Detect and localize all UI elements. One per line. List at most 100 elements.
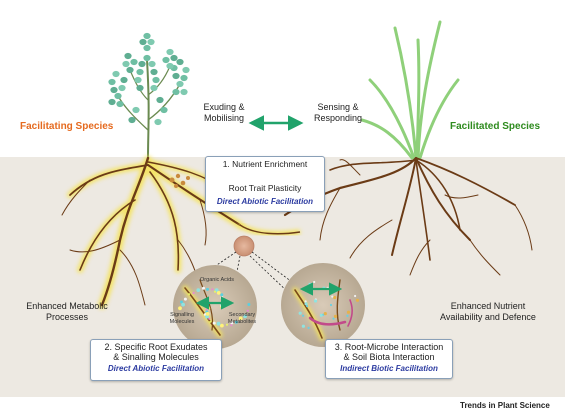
leaf	[134, 76, 142, 84]
contact-root	[239, 224, 301, 235]
leaf	[114, 92, 122, 100]
rhizosphere-contact-circle	[233, 235, 255, 257]
leaf	[130, 58, 138, 66]
molecule-dot	[222, 298, 225, 301]
microbe-dot	[306, 305, 309, 308]
molecule-dot	[220, 293, 224, 297]
organic-acids-label: Organic Acids	[200, 277, 234, 283]
enhanced-nutrient-label: Enhanced Nutrient Availability and Defen…	[440, 301, 536, 322]
root-exudates-title: 2. Specific Root Exudates	[104, 342, 208, 352]
root-microbe-title: 3. Root-Microbe Interaction	[334, 342, 444, 352]
microbe-dot	[301, 324, 305, 328]
leaf	[150, 68, 158, 76]
leaf	[172, 88, 180, 96]
leaf	[180, 88, 188, 96]
leaf	[136, 84, 144, 92]
leaf	[116, 100, 124, 108]
facilitated-roots	[283, 156, 533, 276]
molecule-dot	[208, 317, 211, 320]
signalling-molecules-label: Signalling Molecules	[169, 312, 195, 325]
leaf	[160, 106, 168, 114]
microbe-dot	[308, 282, 312, 286]
leaf	[156, 96, 164, 104]
leaf	[162, 56, 170, 64]
microbe-dot	[333, 295, 337, 300]
leaf	[166, 62, 174, 70]
molecule-dot	[243, 314, 248, 319]
nutrient-enrichment-box: 1. Nutrient Enrichment Root Trait Plasti…	[205, 156, 325, 212]
exuding-mobilising-label: Exuding & Mobilising	[203, 102, 245, 123]
journal-credit: Trends in Plant Science	[460, 401, 550, 410]
leaf	[172, 72, 180, 80]
leaf	[148, 60, 156, 68]
molecule-dot	[220, 323, 224, 328]
microbe-dot	[332, 317, 335, 320]
leaf	[180, 74, 188, 82]
microbe-dot	[354, 294, 357, 298]
molecule-dot	[230, 324, 233, 327]
molecule-dot	[202, 286, 205, 290]
molecule-dot	[187, 293, 191, 296]
leaf	[132, 106, 140, 114]
leaf	[126, 66, 134, 74]
microbe-dot	[329, 303, 333, 307]
succulent-leaves	[108, 32, 190, 126]
leaf	[138, 60, 146, 68]
nutrient-enrichment-title: 1. Nutrient Enrichment	[222, 159, 308, 169]
sensing-responding-label: Sensing & Responding	[313, 102, 363, 123]
molecule-dot	[247, 303, 251, 306]
microbe-dot	[346, 310, 351, 314]
soil-biota-title: & Soil Biota Interaction	[343, 352, 435, 362]
root-exudates-box: 2. Specific Root Exudates & Sinalling Mo…	[90, 339, 222, 381]
enhanced-metabolic-label: Enhanced Metabolic Processes	[26, 301, 108, 322]
root-microbe-box: 3. Root-Microbe Interaction & Soil Biota…	[325, 339, 453, 379]
leaf	[170, 54, 178, 62]
molecule-dot	[246, 309, 249, 312]
microbe-dot	[307, 326, 310, 329]
facilitated-plant-shoot	[360, 20, 460, 160]
leaf	[128, 116, 136, 124]
microbe-dot	[346, 314, 349, 317]
direct-abiotic-facilitation-label: Direct Abiotic Facilitation	[216, 197, 314, 206]
molecule-dot	[208, 307, 211, 310]
molecule-dot	[209, 320, 212, 323]
leaf	[139, 38, 147, 46]
leaf	[143, 32, 151, 40]
leaf	[108, 78, 116, 86]
leaf	[147, 38, 155, 46]
leaf	[112, 70, 120, 78]
leaf	[108, 98, 116, 106]
leaf	[182, 66, 190, 74]
microbe-dot	[298, 311, 302, 315]
microbe-dot	[355, 298, 360, 302]
microbe-dot	[319, 313, 323, 317]
leaf	[120, 76, 128, 84]
root-nodules	[169, 173, 190, 188]
molecule-dot	[225, 323, 229, 326]
molecule-dot	[212, 321, 216, 325]
facilitating-plant-shoot	[117, 59, 181, 159]
molecule-dot	[213, 290, 217, 293]
molecule-dot	[196, 288, 201, 292]
root-trait-plasticity-label: Root Trait Plasticity	[228, 183, 302, 193]
molecule-dot	[230, 321, 234, 325]
leaf	[122, 60, 130, 68]
leaf	[152, 76, 160, 84]
microbe-dot	[323, 312, 327, 316]
leaf	[143, 44, 151, 52]
facilitated-species-label: Facilitated Species	[450, 121, 541, 132]
leaf	[176, 80, 184, 88]
molecule-dot	[211, 288, 214, 291]
facilitating-roots	[61, 156, 241, 307]
leaf	[118, 84, 126, 92]
molecule-dot	[181, 302, 186, 307]
leaf	[176, 58, 184, 66]
microbe-dot	[304, 302, 308, 306]
molecule-dot	[238, 316, 243, 321]
molecule-dot	[216, 321, 221, 326]
molecule-dot	[183, 297, 187, 301]
leaf	[136, 68, 144, 76]
leaf	[166, 48, 174, 56]
molecule-dot	[180, 300, 183, 304]
